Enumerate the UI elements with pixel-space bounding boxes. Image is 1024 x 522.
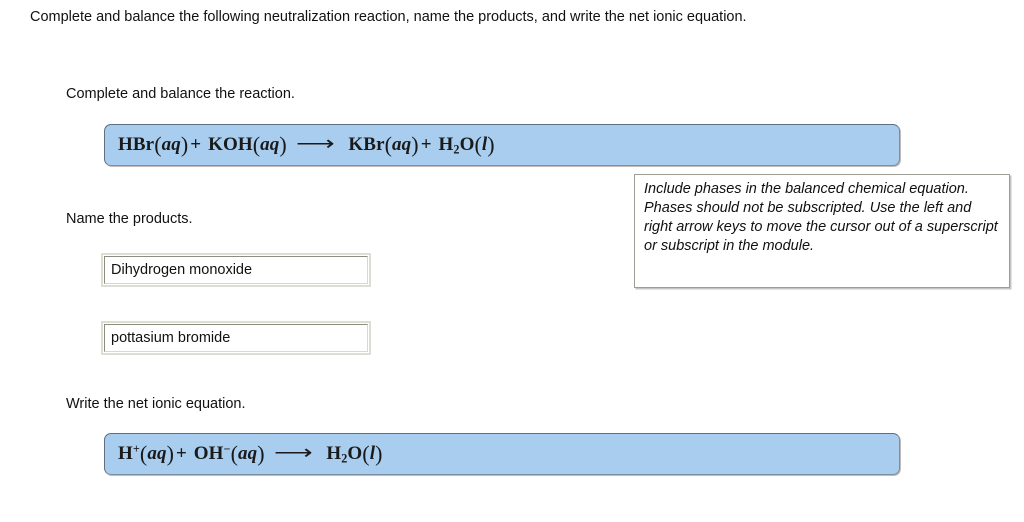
ni-reactant-1-open-paren: ( xyxy=(139,441,148,466)
ni-reactant-1-formula: H xyxy=(118,443,133,464)
ni-reactant-2-open-paren: ( xyxy=(230,441,239,466)
product-2-open-paren: ( xyxy=(474,132,482,157)
ni-reactant-1-phase: aq xyxy=(147,443,167,464)
hint-box: Include phases in the balanced chemical … xyxy=(634,174,1010,288)
ni-reaction-arrow-icon: ⟶ xyxy=(273,442,313,464)
ni-plus-operator: + xyxy=(176,443,187,464)
ni-product-formula-h: H xyxy=(326,443,342,464)
reactant-1-phase: aq xyxy=(161,134,181,155)
hint-text: Include phases in the balanced chemical … xyxy=(644,181,998,254)
ni-product-open-paren: ( xyxy=(362,441,370,466)
product-1-phase: aq xyxy=(392,134,412,155)
product-2-formula-h: H xyxy=(438,134,454,155)
reactant-1-close-paren: ) xyxy=(180,132,189,157)
product-2-phase: l xyxy=(481,134,488,155)
product-name-value-1: Dihydrogen monoxide xyxy=(111,262,253,278)
ni-product-phase: l xyxy=(369,443,376,464)
reactant-1-open-paren: ( xyxy=(154,132,162,157)
product-2-formula-o: O xyxy=(459,134,475,155)
section-label-name-products: Name the products. xyxy=(66,211,193,227)
ni-product-subscript: 2 xyxy=(341,451,348,466)
product-1-formula: KBr xyxy=(348,134,385,155)
reactant-2-phase: aq xyxy=(260,134,280,155)
product-2-close-paren: ) xyxy=(487,132,495,157)
plus-operator-2: + xyxy=(420,134,432,155)
reaction-arrow-icon: ⟶ xyxy=(295,133,335,155)
reactant-2-formula: KOH xyxy=(208,134,253,155)
product-name-value-2: pottasium bromide xyxy=(111,330,231,346)
reactant-1-formula: HBr xyxy=(118,134,155,155)
section-label-balance: Complete and balance the reaction. xyxy=(66,86,295,102)
reactant-2-open-paren: ( xyxy=(252,132,261,157)
product-2-subscript: 2 xyxy=(453,142,460,157)
product-name-input-2[interactable]: pottasium bromide xyxy=(101,321,371,355)
net-ionic-equation-box[interactable]: H+(aq)+ OH−(aq)⟶ H2O(l) xyxy=(104,433,900,475)
ni-product-formula-o: O xyxy=(347,443,363,464)
ni-reactant-2-formula: OH xyxy=(193,443,224,464)
balanced-equation-box[interactable]: HBr(aq)+ KOH(aq)⟶ KBr(aq)+ H2O(l) xyxy=(104,124,900,166)
plus-operator-1: + xyxy=(190,134,202,155)
reactant-2-close-paren: ) xyxy=(279,132,287,157)
ni-reactant-2-phase: aq xyxy=(238,443,258,464)
product-1-open-paren: ( xyxy=(384,132,393,157)
product-1-close-paren: ) xyxy=(411,132,419,157)
section-label-net-ionic: Write the net ionic equation. xyxy=(66,396,246,412)
balanced-equation: HBr(aq)+ KOH(aq)⟶ KBr(aq)+ H2O(l) xyxy=(105,134,495,156)
question-stem: Complete and balance the following neutr… xyxy=(30,9,747,25)
product-name-input-1[interactable]: Dihydrogen monoxide xyxy=(101,253,371,287)
ni-product-close-paren: ) xyxy=(375,441,383,466)
ni-reactant-1-charge: + xyxy=(132,442,140,457)
net-ionic-equation: H+(aq)+ OH−(aq)⟶ H2O(l) xyxy=(105,443,383,465)
ni-reactant-2-charge: − xyxy=(223,442,231,457)
ni-reactant-1-close-paren: ) xyxy=(166,441,174,466)
ni-reactant-2-close-paren: ) xyxy=(257,441,265,466)
